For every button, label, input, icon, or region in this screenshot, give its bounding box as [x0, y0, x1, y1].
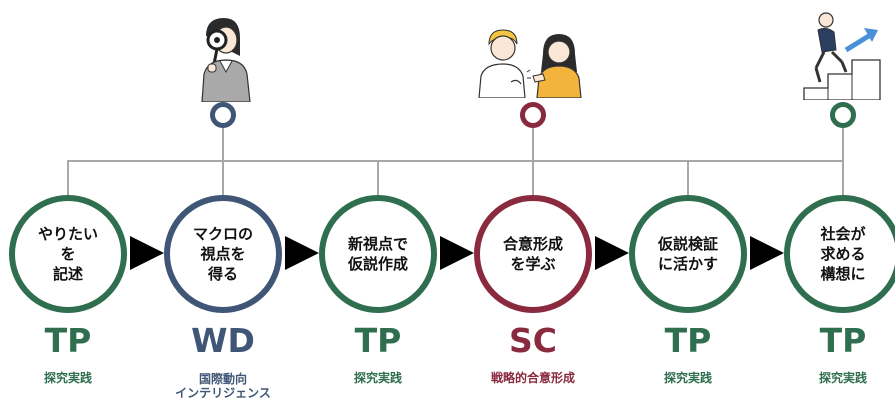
step-circle-4: 合意形成 を学ぶ [474, 195, 592, 313]
step-caption-4: 戦略的合意形成 [490, 371, 575, 385]
step-caption-2: 国際動向 インテリジェンス [175, 372, 271, 400]
step-label-6: 社会が 求める 構想に [820, 225, 866, 283]
two-people-discussing-icon [478, 29, 582, 98]
step-code-2: WD [191, 321, 255, 360]
step-circle-5: 仮説検証 に活かす [629, 195, 747, 313]
connector-2 [222, 124, 224, 196]
arrow-right-icon [130, 236, 164, 270]
step-caption-1: 探究実践 [43, 371, 92, 385]
ring-marker-crimson [520, 102, 546, 128]
timeline-line [68, 160, 842, 162]
arrow-right-icon [750, 236, 784, 270]
arrow-right-icon [595, 236, 629, 270]
connector-5 [687, 160, 689, 196]
step-label-3: 新視点で 仮説作成 [347, 235, 408, 273]
connector-6 [842, 124, 844, 196]
connector-4 [532, 124, 534, 196]
step-code-4: SC [509, 321, 557, 360]
step-label-5: 仮説検証 に活かす [657, 235, 718, 273]
step-caption-5: 探究実践 [663, 371, 712, 385]
arrow-right-icon [285, 236, 319, 270]
step-caption-6: 探究実践 [818, 371, 867, 385]
arrow-right-icon [440, 236, 474, 270]
step-code-1: TP [44, 321, 92, 360]
step-label-2: マクロの 視点を 得る [192, 225, 253, 283]
step-circle-3: 新視点で 仮説作成 [319, 195, 437, 313]
step-label-1: やりたい を 記述 [37, 225, 98, 283]
step-label-4: 合意形成 を学ぶ [502, 235, 563, 273]
connector-3 [377, 160, 379, 196]
person-with-magnifier-icon [201, 18, 251, 102]
ring-marker-navy [210, 102, 236, 128]
step-code-3: TP [354, 321, 402, 360]
step-code-6: TP [819, 321, 867, 360]
ring-marker-green [830, 102, 856, 128]
person-climbing-stairs-icon [803, 12, 881, 100]
step-circle-2: マクロの 視点を 得る [164, 195, 282, 313]
step-caption-3: 探究実践 [353, 371, 402, 385]
step-circle-1: やりたい を 記述 [9, 195, 127, 313]
step-circle-6: 社会が 求める 構想に [784, 195, 895, 313]
step-code-5: TP [664, 321, 712, 360]
connector-1 [67, 160, 69, 196]
